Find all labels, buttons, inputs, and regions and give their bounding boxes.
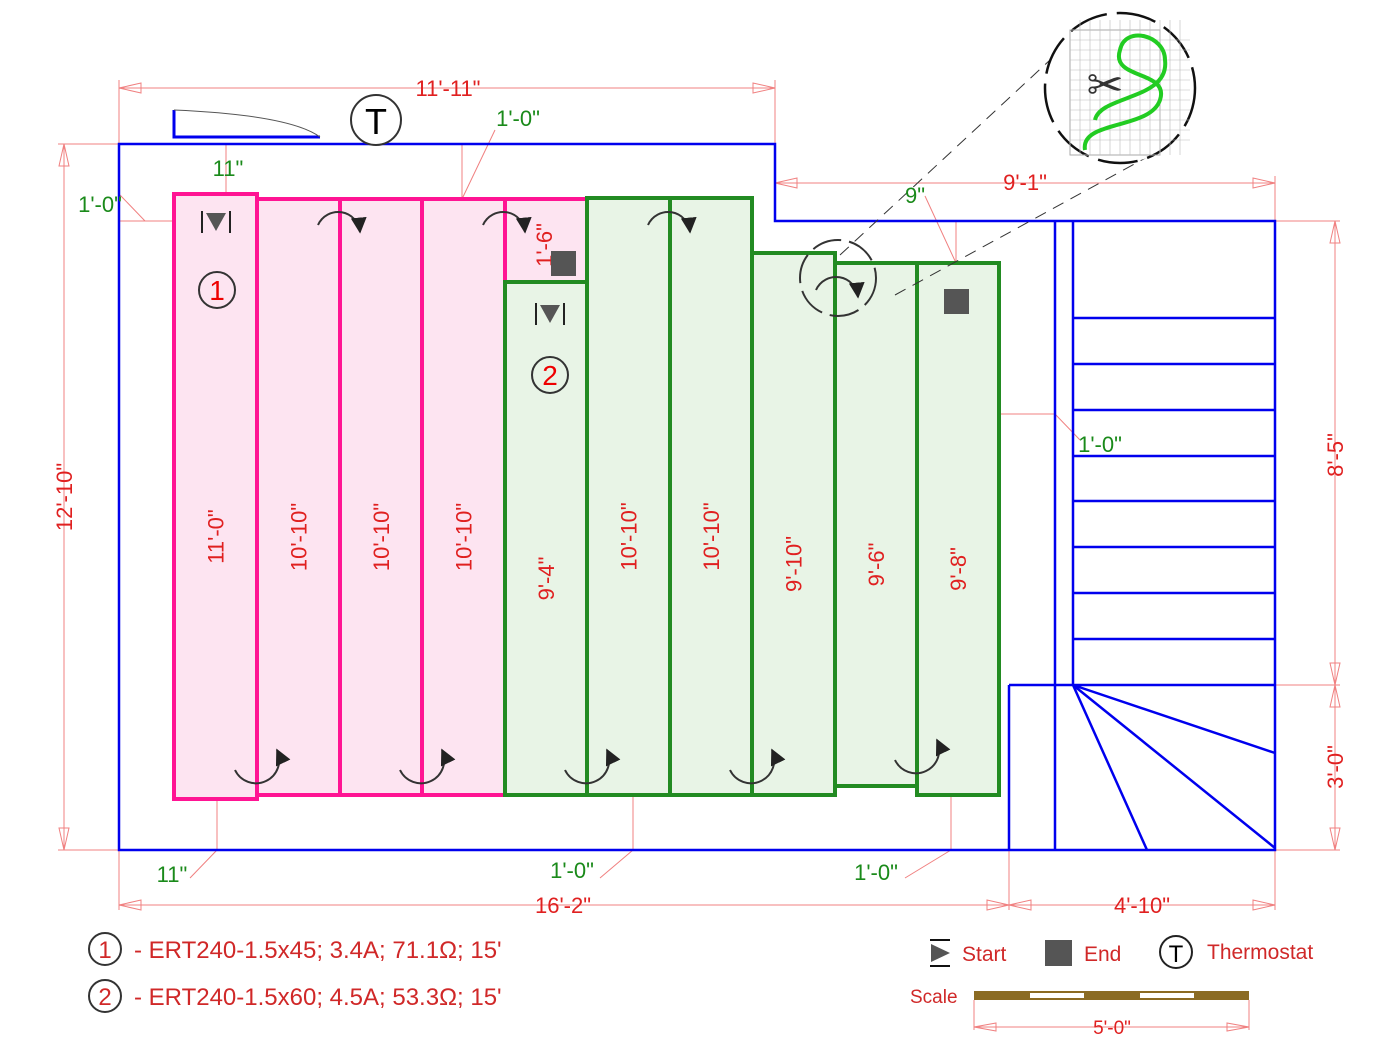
svg-text:11": 11" <box>157 862 188 887</box>
svg-text:1'-0": 1'-0" <box>854 860 898 885</box>
svg-text:1'-0": 1'-0" <box>550 858 594 883</box>
strip-length: 10'-10" <box>287 503 312 571</box>
detail-callout: ✂ <box>799 11 1197 317</box>
strip-length: 9'-10" <box>782 536 807 592</box>
svg-text:9'-1": 9'-1" <box>1003 170 1047 195</box>
start-icon <box>201 211 231 233</box>
svg-text:Thermostat: Thermostat <box>1207 941 1313 964</box>
strip-length: 11'-0" <box>204 509 229 563</box>
mat-strip: 9'-8" <box>915 261 1001 797</box>
strip-length: 10'-10" <box>699 502 724 570</box>
scale-bar: 5'-0" <box>973 991 1250 1039</box>
mat-strip: 9'-4" <box>503 280 589 797</box>
strip-length: 9'-4" <box>534 557 559 601</box>
thermostat-icon: T <box>350 94 402 146</box>
zone-marker: 2 <box>531 356 569 394</box>
start-icon <box>535 303 565 325</box>
svg-text:9": 9" <box>905 183 925 208</box>
strip-length: 10'-10" <box>452 503 477 571</box>
svg-text:3'-0": 3'-0" <box>1323 745 1348 789</box>
svg-text:11'-11": 11'-11" <box>415 76 480 101</box>
mat-strip: 10'-10" <box>255 197 342 797</box>
walls <box>117 109 1277 852</box>
turn-arrow-icon <box>234 748 291 785</box>
svg-text:T: T <box>1169 941 1184 968</box>
svg-text:1'-0": 1'-0" <box>1078 432 1122 457</box>
end-icon <box>551 251 576 276</box>
svg-text:- ERT240-1.5x45; 3.4A; 71.1Ω;: - ERT240-1.5x45; 3.4A; 71.1Ω; 15' <box>134 937 502 964</box>
zone-marker: 1 <box>198 271 236 309</box>
turn-arrow-icon <box>729 748 786 785</box>
svg-text:11": 11" <box>213 156 244 181</box>
mat-strip: 11'-0" <box>172 192 259 801</box>
svg-text:1: 1 <box>98 937 111 964</box>
strip-length: 10'-10" <box>617 502 642 570</box>
turn-arrow-icon <box>482 211 532 234</box>
svg-text:2: 2 <box>98 984 111 1011</box>
svg-text:4'-10": 4'-10" <box>1114 893 1170 918</box>
end-icon <box>944 289 969 314</box>
turn-arrow-icon <box>647 211 697 234</box>
end-icon <box>1045 940 1072 966</box>
svg-text:5'-0": 5'-0" <box>1093 1018 1131 1039</box>
svg-text:1: 1 <box>209 275 225 306</box>
strip-length: 9'-6" <box>864 543 889 587</box>
scissors-icon: ✂ <box>1087 61 1124 110</box>
turn-arrow-icon <box>894 738 951 775</box>
svg-text:16'-2": 16'-2" <box>535 893 591 918</box>
mat-strip: 9'-10" <box>750 251 837 797</box>
heating-mats: 11'-0"10'-10"10'-10"10'-10"1'-6"9'-4"10'… <box>172 192 1001 801</box>
strip-length: 10'-10" <box>369 503 394 571</box>
svg-text:8'-5": 8'-5" <box>1323 433 1348 477</box>
thermostat-legend-icon: T <box>1159 935 1193 969</box>
svg-text:2: 2 <box>542 360 558 391</box>
mat-strip: 10'-10" <box>338 197 424 797</box>
turn-arrow-icon <box>399 748 456 785</box>
mat-strip: 10'-10" <box>668 196 754 797</box>
turn-arrow-icon <box>815 276 865 299</box>
mat-strip: 9'-6" <box>833 261 919 788</box>
svg-text:1'-0": 1'-0" <box>496 106 540 131</box>
turn-arrow-icon <box>564 748 621 785</box>
svg-text:1'-0": 1'-0" <box>78 192 122 217</box>
svg-text:- ERT240-1.5x60; 4.5A; 53.3Ω;: - ERT240-1.5x60; 4.5A; 53.3Ω; 15' <box>134 984 502 1011</box>
svg-text:Start: Start <box>962 943 1007 966</box>
turn-arrow-icon <box>317 211 367 234</box>
strip-length: 9'-8" <box>946 547 971 591</box>
legend: 1 - ERT240-1.5x45; 3.4A; 71.1Ω; 15' 2 - … <box>88 932 1313 1039</box>
svg-text:12'-10": 12'-10" <box>52 463 77 531</box>
mat-strip: 10'-10" <box>420 197 507 797</box>
svg-text:Scale: Scale <box>910 987 958 1008</box>
dimension-labels: 11'-11" 1'-0" 11" 1'-0" 12'-10" 9'-1" 9"… <box>52 76 1348 918</box>
svg-text:End: End <box>1084 943 1121 966</box>
start-icon <box>930 939 950 967</box>
svg-text:T: T <box>365 101 387 142</box>
mat-strip: 10'-10" <box>585 196 672 797</box>
